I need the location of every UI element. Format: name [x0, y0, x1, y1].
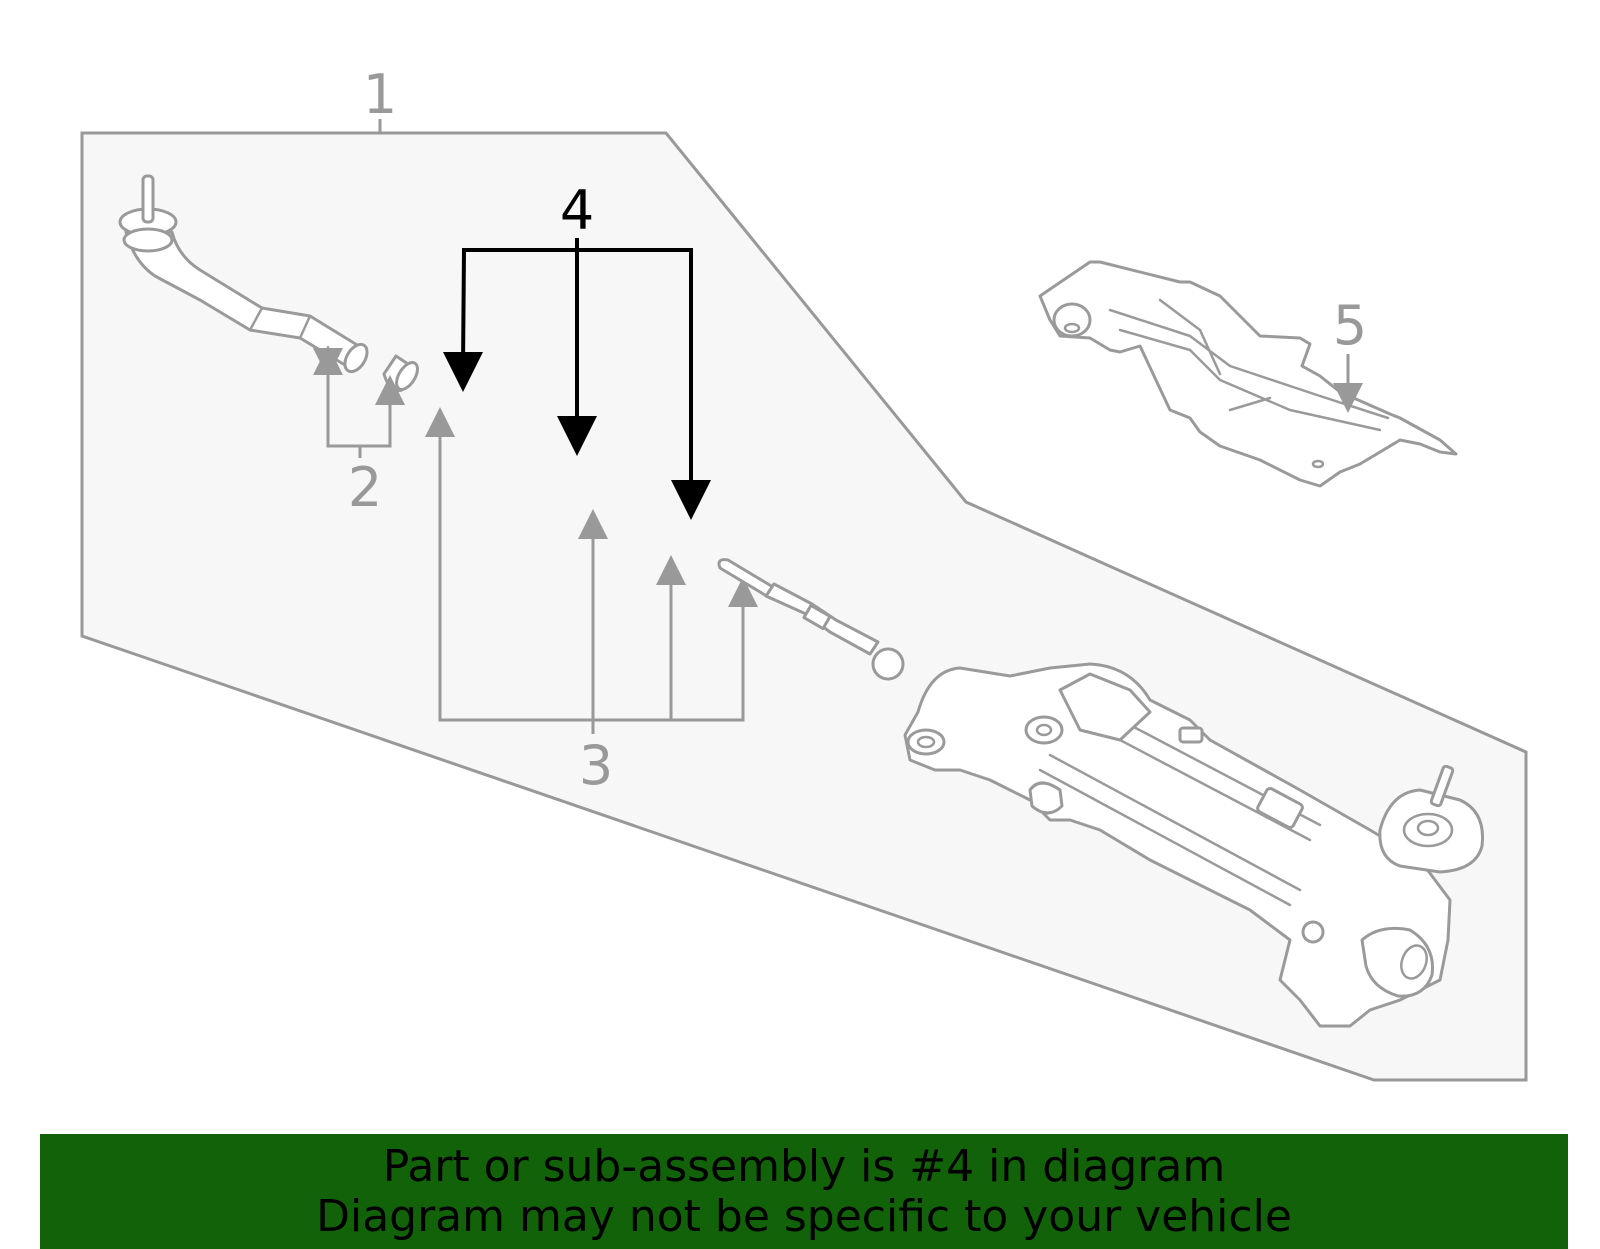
steering-gear-icon [903, 662, 1485, 1028]
info-banner: Part or sub-assembly is #4 in diagram Di… [40, 1134, 1568, 1249]
callout-3-label: 3 [579, 734, 613, 797]
banner-disclaimer: Diagram may not be specific to your vehi… [316, 1190, 1292, 1242]
callout-2-label: 2 [348, 456, 382, 519]
callout-1-label: 1 [363, 63, 397, 126]
inner-tie-rod-icon [717, 558, 905, 681]
callout-4-label: 4 [560, 179, 594, 242]
callout-5-label: 5 [1333, 294, 1367, 357]
banner-part-note: Part or sub-assembly is #4 in diagram [382, 1140, 1226, 1192]
tie-rod-end-icon [118, 174, 369, 374]
heat-shield-icon [1038, 260, 1458, 488]
